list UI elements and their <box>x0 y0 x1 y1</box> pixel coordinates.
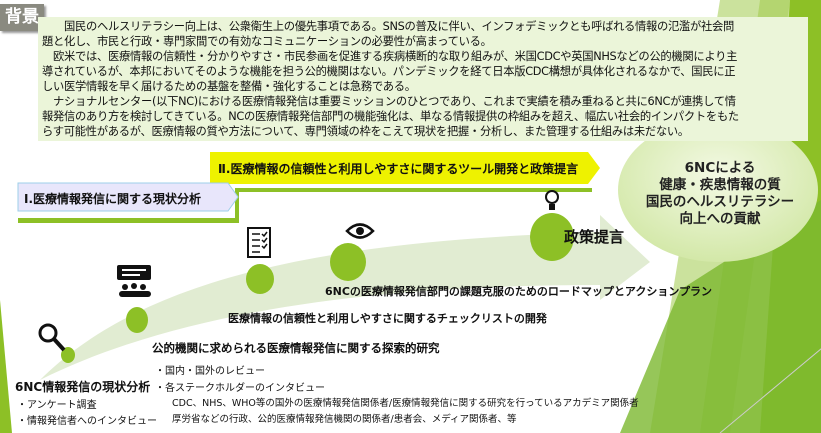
background-line: らす可能性があるが、医療情報の質や方法について、専門領域の枠をこえて現状を把握・… <box>42 125 689 138</box>
stage1-underline <box>18 218 239 223</box>
stage2-box-shape <box>210 152 600 184</box>
goal-line: 6NCによる <box>684 160 756 176</box>
people-icon <box>117 265 151 297</box>
goal-ellipse <box>618 118 818 262</box>
background-line: しい医学情報を早く届けるための基盤を整備・強化することは急務である。 <box>42 80 416 93</box>
background-label: 背景 <box>0 4 44 31</box>
research-item: ・国内・国外のレビュー <box>155 366 265 377</box>
step-circle <box>530 213 574 261</box>
step-circle <box>330 243 366 281</box>
checklist-icon <box>247 227 271 258</box>
background-line: 報発信のあり方を検討してきている。NCの医療情報発信部門の機能強化は、単なる情報… <box>42 110 739 123</box>
magnifier-icon <box>38 323 66 352</box>
deco-shape <box>620 200 821 433</box>
connector <box>235 188 239 223</box>
research-label: 公的機関に求められる医療情報発信に関する探索的研究 <box>152 341 440 355</box>
lightbulb-icon <box>545 190 559 210</box>
background-text-box: 国民のヘルスリテラシー向上は、公衆衛生上の優先事項である。SNSの普及に伴い、イ… <box>38 17 808 141</box>
goal-line: 向上への貢献 <box>679 211 761 227</box>
research-sub: 厚労省などの行政、公的医療情報発信機関の関係者/患者会、メディア関係者、等 <box>172 414 517 425</box>
deco-shape <box>0 300 12 433</box>
stage2-underline <box>237 188 592 192</box>
stage1-box-shape <box>17 182 239 212</box>
policy-label: 政策提言 <box>564 228 625 246</box>
step-circle <box>126 307 148 333</box>
analysis-item: ・情報発信者へのインタビュー <box>17 416 157 427</box>
progress-sweep <box>40 215 650 380</box>
step-circle <box>61 347 75 363</box>
eye-icon <box>345 223 375 239</box>
goal-line: 健康・疾患情報の質 <box>659 177 781 193</box>
stage2-label: Ⅱ.医療情報の信頼性と利用しやすさに関するツール開発と政策提言 <box>218 162 579 176</box>
stage1-label: Ⅰ.医療情報発信に関する現状分析 <box>24 192 202 206</box>
analysis-item: ・アンケート調査 <box>17 400 97 411</box>
checklist-label: 医療情報の信頼性と利用しやすさに関するチェックリストの開発 <box>228 312 547 325</box>
goal-line: 国民のヘルスリテラシー <box>645 194 795 210</box>
background-line: 導されているが、本邦においてそのような機能を担う公的機関はない。パンデミックを経… <box>42 65 736 78</box>
research-item: ・各ステークホルダーのインタビュー <box>155 383 325 394</box>
step-circle <box>246 264 274 294</box>
background-line: 題と化し、市民と行政・専門家間での有効なコミュニケーションの必要性が高まっている… <box>42 35 492 48</box>
analysis-label: 6NC情報発信の現状分析 <box>15 380 151 394</box>
background-line: ナショナルセンター(以下NC)における医療情報発信は重要ミッションのひとつであり… <box>42 95 736 108</box>
research-sub: CDC、NHS、WHO等の国外の医療情報発信関係者/医療情報発信に関する研究を行… <box>172 398 639 409</box>
deco-line <box>719 348 821 433</box>
goal-text: 6NCによる 健康・疾患情報の質 国民のヘルスリテラシー 向上への貢献 <box>620 160 820 228</box>
roadmap-label: 6NCの医療情報発信部門の課題克服のためのロードマップとアクションプラン <box>325 285 713 298</box>
background-line: 国民のヘルスリテラシー向上は、公衆衛生上の優先事項である。SNSの普及に伴い、イ… <box>42 20 735 33</box>
background-line: 欧米では、医療情報の信頼性・分かりやすさ・市民参画を促進する疾病横断的な取り組み… <box>42 50 738 63</box>
